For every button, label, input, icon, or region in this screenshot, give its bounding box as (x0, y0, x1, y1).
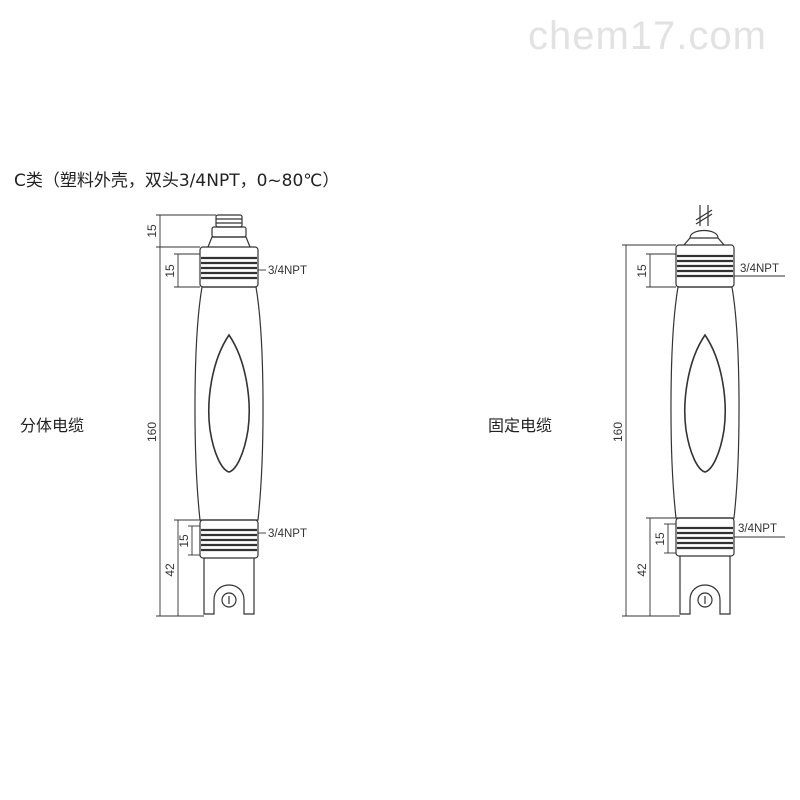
left-bottom-thread (201, 528, 257, 552)
right-thread-label-top: 3/4NPT (740, 263, 779, 275)
right-thread-dim-bottom: 15 (653, 532, 667, 546)
diagram-title: C类（塑料外壳，双头3/4NPT，0~80℃） (14, 171, 340, 191)
left-thread-label-top: 3/4NPT (268, 265, 307, 277)
watermark: chem17.com (528, 14, 767, 58)
right-thread-dim-top: 15 (635, 264, 649, 278)
right-total-length: 160 (611, 422, 625, 442)
right-thread-label-bottom: 3/4NPT (738, 523, 777, 535)
right-sensor-label: 固定电缆 (488, 416, 553, 435)
right-bottom-length: 42 (635, 563, 649, 577)
left-top-thread (201, 256, 257, 280)
left-thread-dim-bottom: 15 (177, 534, 191, 548)
right-sensor (670, 205, 740, 615)
left-thread-label-bottom: 3/4NPT (268, 528, 307, 540)
right-bottom-thread (677, 526, 733, 550)
left-bottom-length: 42 (163, 563, 177, 577)
left-total-length: 160 (145, 422, 159, 442)
right-dimensions (622, 244, 785, 617)
right-top-thread (677, 254, 733, 278)
left-sensor (194, 214, 264, 615)
left-thread-dim-top: 15 (163, 264, 177, 278)
left-sensor-label: 分体电缆 (20, 416, 85, 435)
left-dimensions (156, 214, 266, 617)
left-top-dim: 15 (145, 224, 159, 238)
